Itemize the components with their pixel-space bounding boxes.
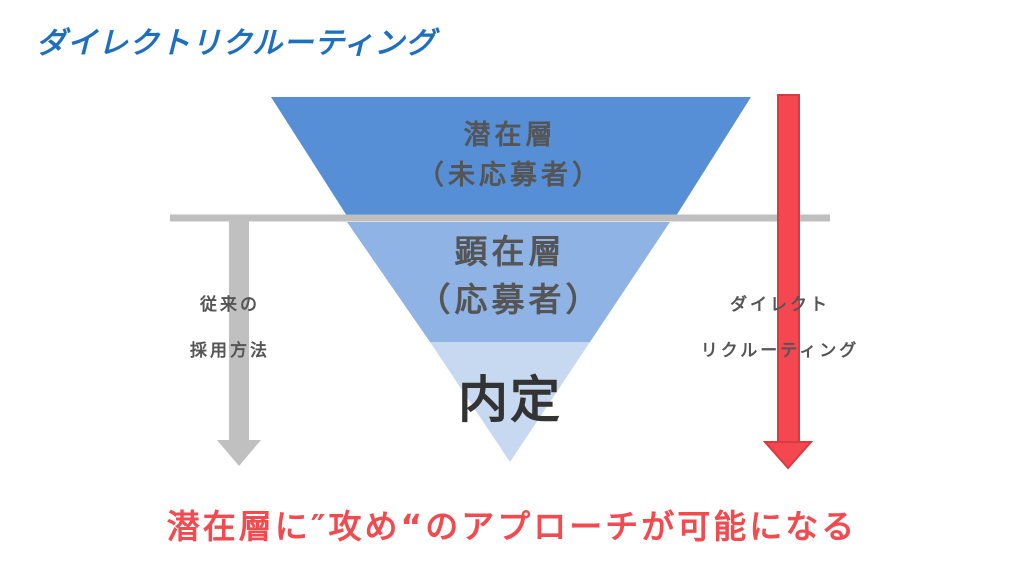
direct-recruiting-line2: リクルーティング <box>700 341 860 361</box>
funnel-bottom-segment <box>430 342 590 462</box>
traditional-method-line1: 従来の <box>200 295 260 315</box>
apparent-layer-subtitle: （応募者） <box>417 280 603 319</box>
traditional-method-label: 従来の 採用方法 <box>160 282 300 374</box>
apparent-layer-label: 顕在層 （応募者） <box>380 228 640 324</box>
traditional-method-line2: 採用方法 <box>190 341 270 361</box>
latent-layer-label: 潜在層 （未応募者） <box>380 116 640 196</box>
apparent-layer-title: 顕在層 <box>454 232 566 271</box>
funnel-top-segment <box>271 97 751 216</box>
traditional-arrow-head <box>217 440 261 466</box>
funnel-middle-segment <box>347 222 670 342</box>
bottom-message: 潜在層に″攻め“のアプローチが可能になる <box>166 507 858 546</box>
direct-arrow-shaft <box>777 94 800 446</box>
direct-arrow-head <box>762 441 814 470</box>
direct-recruiting-line1: ダイレクト <box>730 295 830 315</box>
traditional-arrow-shaft <box>229 220 249 442</box>
direct-recruiting-label: ダイレクト リクルーティング <box>680 282 880 374</box>
offer-label: 内定 <box>458 371 562 429</box>
latent-layer-subtitle: （未応募者） <box>417 160 603 191</box>
latent-layer-title: 潜在層 <box>463 120 557 151</box>
slide-title: ダイレクトリクルーティング <box>36 26 437 61</box>
